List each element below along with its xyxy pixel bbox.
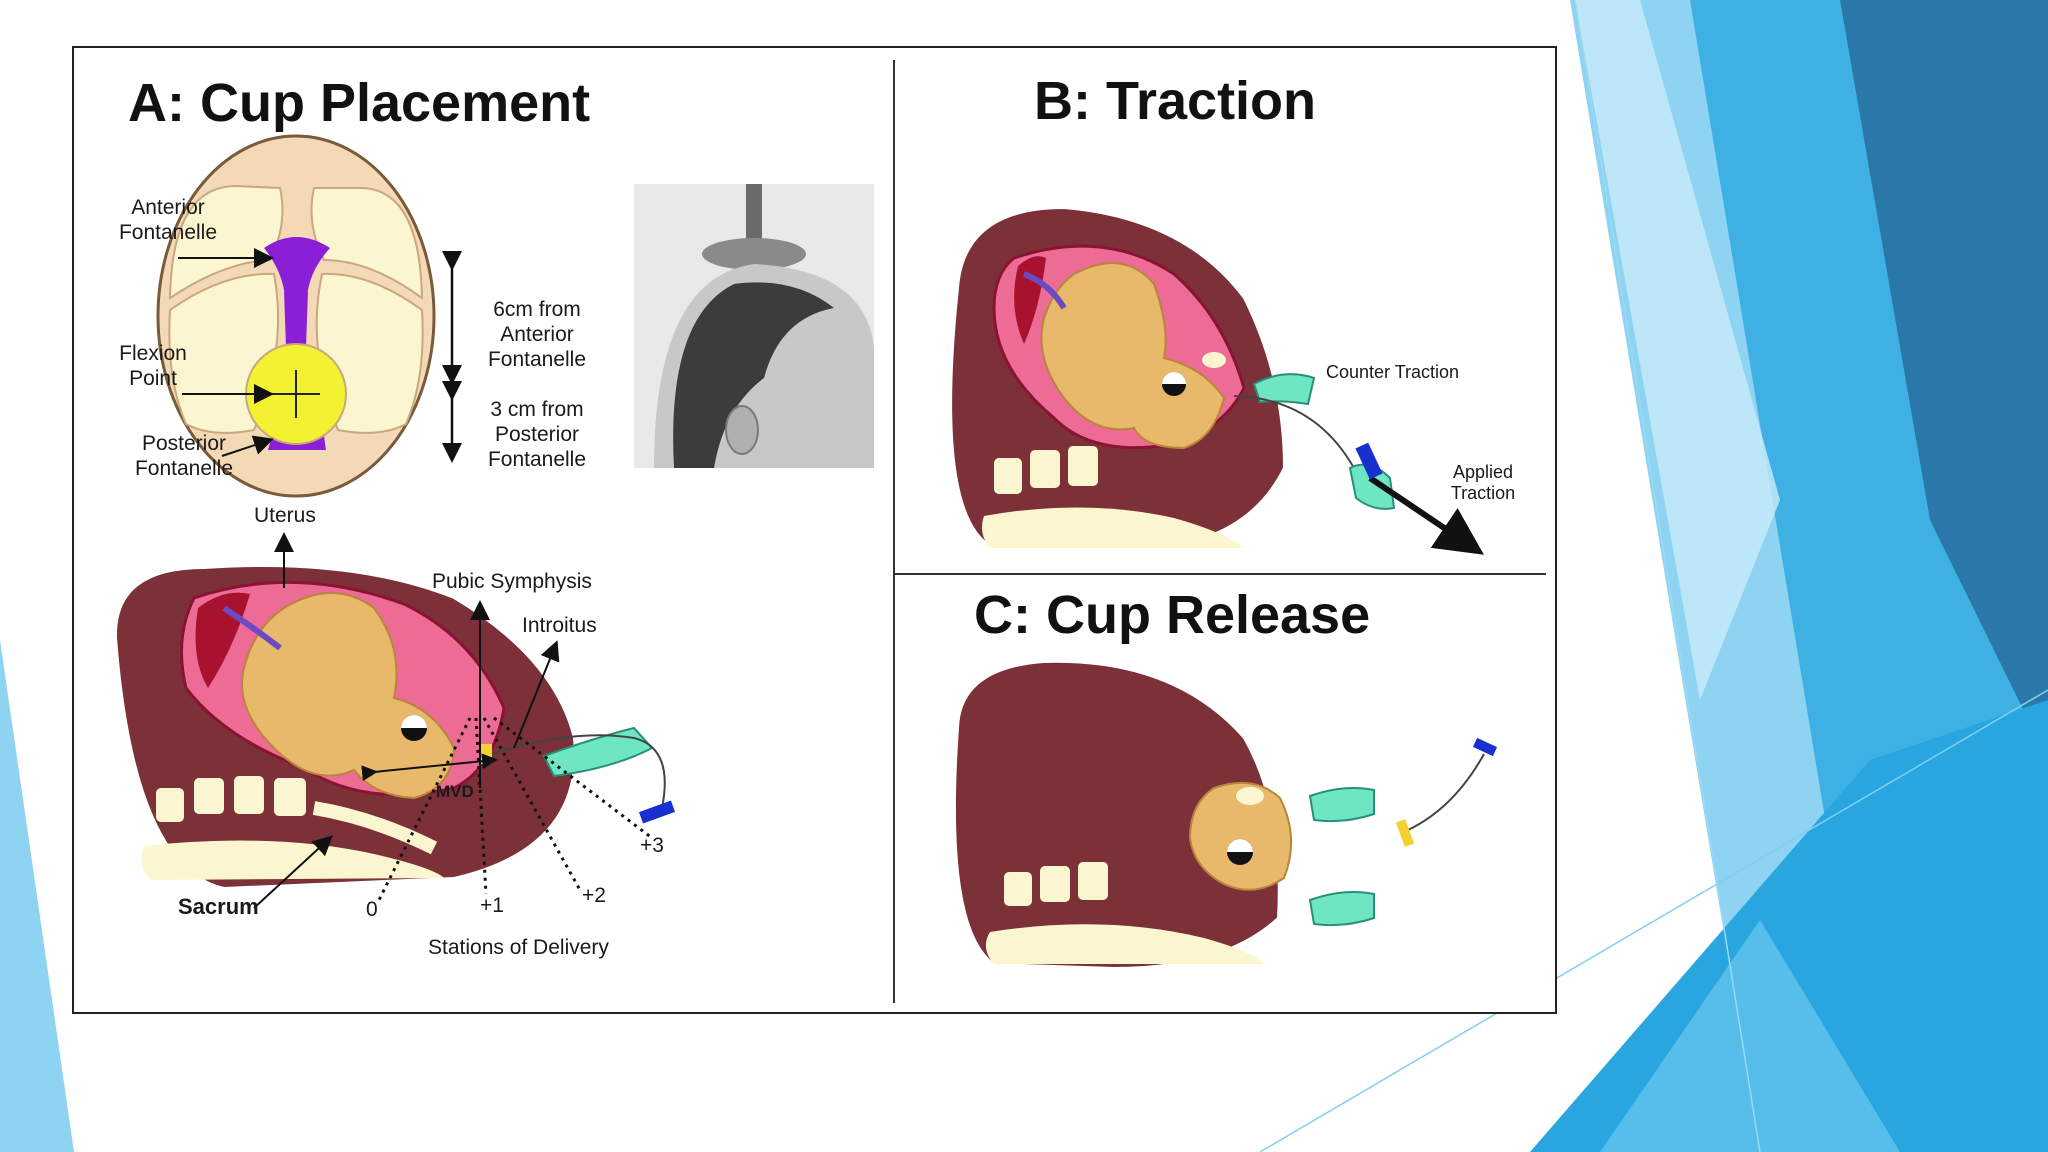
label-line: Traction bbox=[1450, 483, 1516, 504]
station-0-label: 0 bbox=[366, 898, 378, 921]
accent-facet-bottom bbox=[1530, 700, 2048, 1152]
figure-artwork bbox=[114, 60, 1546, 1003]
accent-thin-line-2 bbox=[1574, 0, 1761, 1152]
station-plus3-label: +3 bbox=[640, 834, 664, 857]
label-line: Posterior bbox=[141, 432, 227, 455]
accent-facet-dark bbox=[1840, 0, 2048, 760]
label-line: Flexion bbox=[119, 342, 187, 365]
label-line: Fontanelle bbox=[134, 456, 234, 480]
anterior-fontanelle-shape bbox=[264, 237, 330, 348]
accent-facet-bottom-light bbox=[1600, 920, 1900, 1152]
station-plus1-label: +1 bbox=[480, 894, 504, 917]
label-line: Applied bbox=[1452, 462, 1514, 482]
accent-facet-pale bbox=[1575, 0, 1780, 700]
accent-left-sliver bbox=[0, 640, 74, 1152]
panel-b-title: B: Traction bbox=[1034, 71, 1317, 131]
distance-anterior-label: 6cm from Anterior Fontanelle bbox=[462, 298, 612, 372]
label-line: Anterior bbox=[500, 322, 574, 346]
cross-section-c bbox=[954, 660, 1498, 970]
vacuum-cup-photo bbox=[634, 184, 874, 468]
mvd-label: MVD bbox=[436, 782, 474, 801]
label-line: Fontanelle bbox=[487, 347, 587, 371]
introitus-label: Introitus bbox=[522, 614, 597, 637]
label-line: Fontanelle bbox=[487, 447, 587, 471]
label-line: Anterior bbox=[131, 196, 205, 219]
fetus-shape bbox=[241, 592, 456, 800]
stations-caption: Stations of Delivery bbox=[428, 936, 609, 959]
panel-a-title: A: Cup Placement bbox=[128, 73, 591, 133]
station-plus2-label: +2 bbox=[582, 884, 606, 907]
cross-section-b bbox=[950, 206, 1484, 555]
label-line: Fontanelle bbox=[118, 220, 218, 244]
label-line: 6cm from bbox=[493, 298, 581, 321]
panel-c-title: C: Cup Release bbox=[974, 585, 1371, 645]
sacrum-label: Sacrum bbox=[178, 894, 259, 919]
label-line: Point bbox=[129, 366, 177, 390]
figure-panel: A: Cup Placement B: Traction C: Cup Rele… bbox=[72, 46, 1557, 1014]
label-line: Posterior bbox=[494, 422, 580, 446]
posterior-fontanelle-label: Posterior Fontanelle bbox=[104, 432, 264, 482]
skull-diagram bbox=[156, 134, 462, 498]
accent-thin-line bbox=[1259, 689, 2048, 1152]
distance-posterior-label: 3 cm from Posterior Fontanelle bbox=[462, 398, 612, 472]
counter-traction-label: Counter Traction bbox=[1326, 362, 1460, 382]
anterior-fontanelle-label: Anterior Fontanelle bbox=[88, 196, 248, 246]
pubic-symphysis-label: Pubic Symphysis bbox=[432, 570, 592, 593]
label-line: 3 cm from bbox=[490, 398, 584, 421]
applied-traction-label: Applied Traction bbox=[1438, 462, 1528, 504]
flexion-point-label: Flexion Point bbox=[78, 342, 228, 392]
uterus-label: Uterus bbox=[254, 504, 316, 527]
cross-section-a bbox=[114, 532, 676, 909]
